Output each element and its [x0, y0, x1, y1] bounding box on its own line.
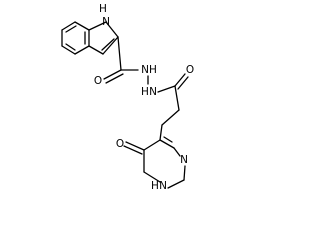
bond — [173, 147, 181, 157]
bond — [174, 73, 186, 87]
bond — [105, 21, 119, 38]
hydrazide-nitrogen-2: N — [149, 86, 157, 98]
bond — [125, 141, 145, 151]
bond — [74, 45, 90, 55]
hydrazide-hydrogen-2: H — [141, 86, 149, 98]
bond — [74, 21, 90, 31]
bond — [65, 43, 76, 51]
bond — [143, 171, 161, 183]
hydrazide-nitrogen-1: N — [141, 64, 149, 76]
bond — [105, 73, 124, 84]
bond — [61, 21, 76, 31]
bond — [88, 21, 107, 31]
bond — [123, 145, 143, 155]
structure-diagram: H N O N H N H O O N N H — [61, 3, 195, 192]
bond — [65, 25, 77, 33]
bond — [143, 139, 161, 151]
indole-nitrogen: N — [102, 16, 110, 28]
bond — [88, 45, 104, 55]
pyrimidinone-oxygen: O — [116, 138, 124, 150]
bond — [177, 76, 189, 90]
bond — [167, 179, 185, 189]
bond — [161, 109, 180, 126]
bonds — [61, 21, 189, 189]
amide-oxygen-1: O — [94, 75, 102, 87]
bond — [102, 36, 119, 55]
pyrimidine-nh-nitrogen: N — [159, 180, 167, 192]
bond — [174, 85, 180, 111]
hydrazide-hydrogen-1: H — [149, 64, 157, 76]
bond — [163, 136, 173, 143]
pyrimidine-nitrogen: N — [180, 154, 188, 166]
bond — [61, 45, 76, 55]
pyrimidine-nh-hydrogen: H — [151, 180, 159, 192]
carbonyl-oxygen-2: O — [186, 64, 194, 76]
molecule-svg: H N O N H N H O O N N H — [61, 3, 194, 192]
atom-labels: H N O N H N H O O N N H — [94, 3, 194, 192]
bond — [101, 38, 115, 51]
indole-nh-hydrogen: H — [99, 3, 107, 15]
bond — [183, 165, 186, 181]
bond — [159, 139, 175, 149]
bond — [117, 36, 122, 71]
bond — [103, 69, 122, 80]
bond — [157, 85, 176, 93]
bond — [159, 124, 163, 141]
